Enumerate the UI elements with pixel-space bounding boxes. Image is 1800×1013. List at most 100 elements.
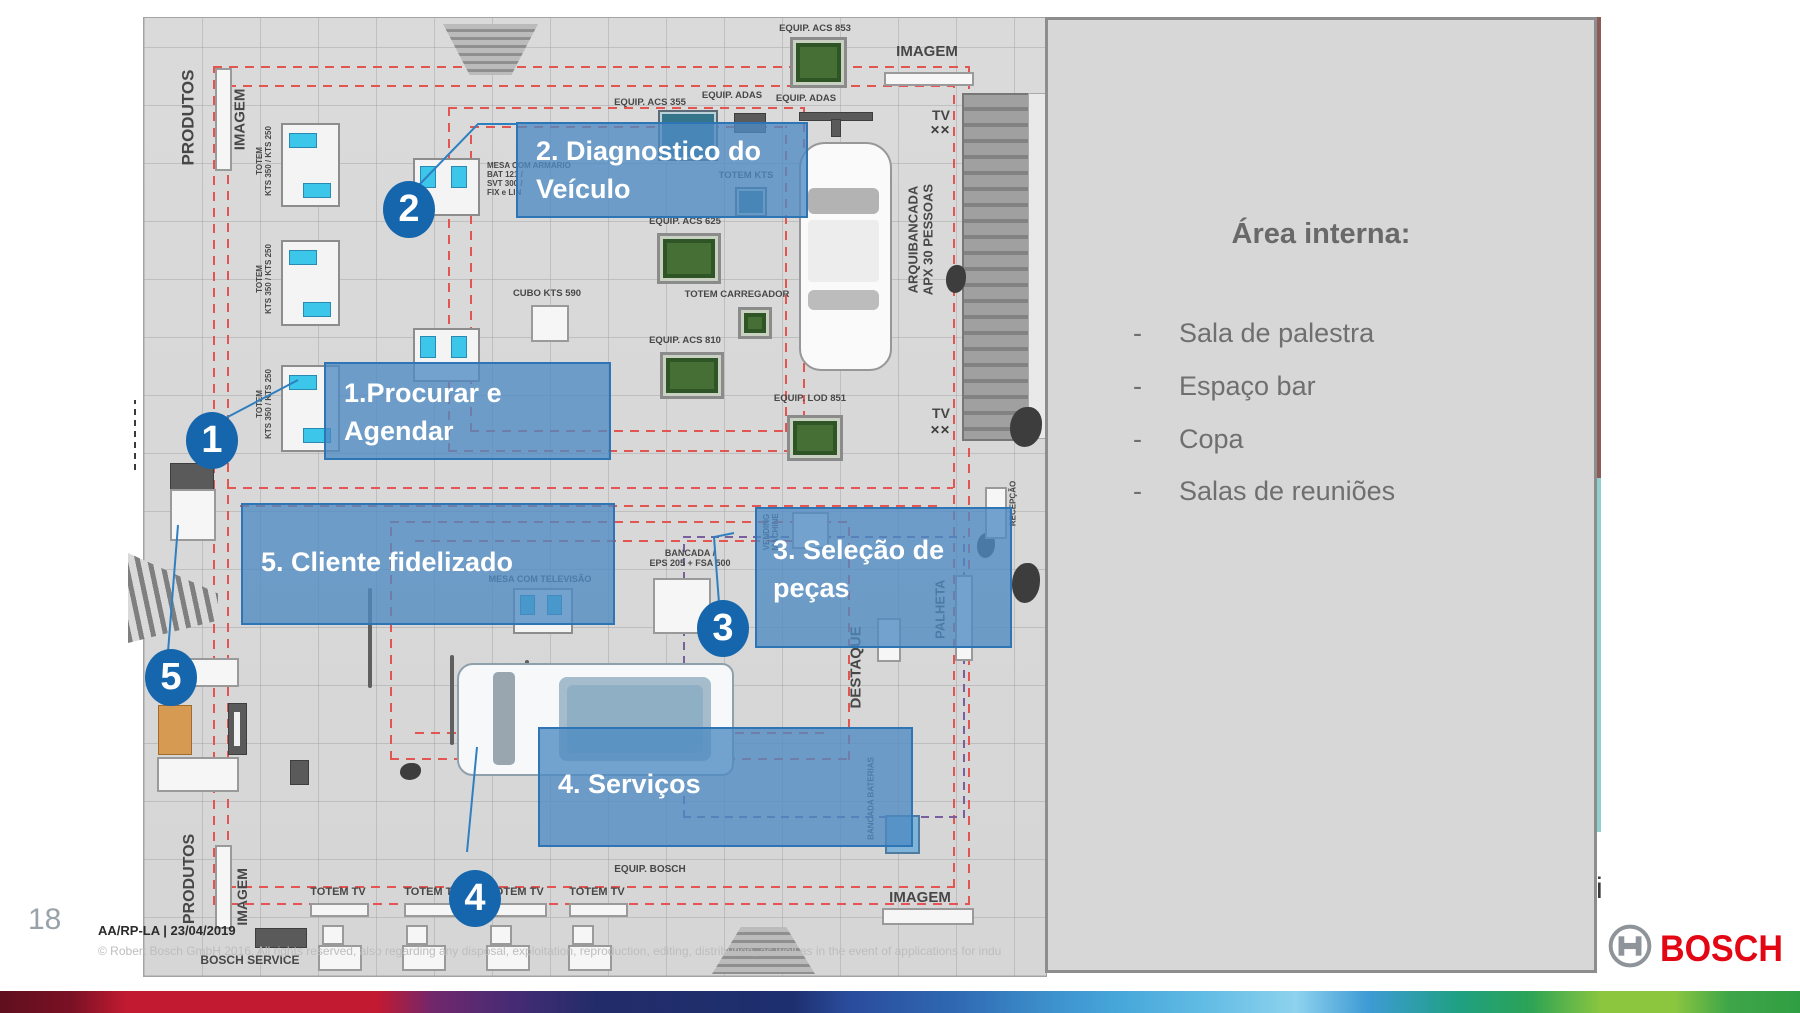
callout-circle-3: 3 <box>697 600 749 657</box>
totem-workstation <box>281 240 340 326</box>
totem-carregador-box <box>738 307 772 339</box>
list-item: - Salas de reuniões <box>1133 476 1395 507</box>
seat-desk <box>402 945 446 971</box>
list-item: - Copa <box>1133 424 1244 455</box>
callout-circle-5: 5 <box>145 649 197 706</box>
seat-desk <box>486 945 530 971</box>
tv-position-x-marks: ✕✕ <box>929 123 951 137</box>
equip-bosch-label: EQUIP. BOSCH <box>614 864 686 875</box>
red-dashed-line <box>470 430 787 432</box>
tv-position-x-marks: ✕✕ <box>929 423 951 437</box>
edge-sliver-teal <box>1597 478 1601 832</box>
tv-label: TV <box>932 107 950 123</box>
equip-label: EQUIP. ADAS <box>701 90 763 101</box>
sedan-car <box>799 142 892 371</box>
copyright-text: © Robert Bosch GmbH 2016. All rights res… <box>98 944 1002 958</box>
bosch-supergraphic-bar <box>0 991 1800 1013</box>
red-dashed-line <box>227 85 953 87</box>
overlay-step-2: 2. Diagnostico do Veículo <box>516 122 808 218</box>
red-dashed-line <box>448 450 805 452</box>
page-number: 18 <box>28 903 62 936</box>
red-dashed-line <box>213 66 215 905</box>
image-wall <box>215 845 232 929</box>
bullet-dash: - <box>1133 318 1142 348</box>
red-dashed-line <box>213 66 970 68</box>
tv-label: TV <box>932 405 950 421</box>
panel-heading: Área interna: <box>1231 218 1411 250</box>
doc-reference: AA/RP-LA | 23/04/2019 <box>98 923 236 938</box>
red-dashed-line <box>448 107 805 109</box>
bench-dark <box>255 928 307 948</box>
cabinet-orange <box>158 705 192 755</box>
overlay-step-4: 4. Serviços <box>538 727 913 847</box>
list-item-label: Sala de palestra <box>1179 318 1375 348</box>
list-item: - Sala de palestra <box>1133 318 1374 349</box>
plant <box>1010 407 1042 447</box>
bullet-dash: - <box>1133 476 1142 506</box>
totem-tv-bar <box>569 903 628 917</box>
equip-acs-625-box <box>657 233 721 284</box>
truncated-text-fragment: i <box>1596 872 1603 905</box>
callout-circle-2: 2 <box>383 181 435 238</box>
display-stand <box>228 703 247 755</box>
stool <box>290 760 309 785</box>
locker <box>170 489 216 541</box>
equip-label: EQUIP. ACS 355 <box>614 97 686 108</box>
zone-label-imagem: IMAGEM <box>889 889 951 906</box>
callout-circle-4: 4 <box>449 870 501 927</box>
equip-label: EQUIP. ACS 625 <box>649 216 721 227</box>
overlay-step-1: 1.Procurar e Agendar <box>324 362 611 460</box>
equip-label: TOTEM CARREGADOR <box>684 289 790 300</box>
equip-lod-851-box <box>787 415 843 461</box>
bosch-wordmark: BOSCH <box>1660 927 1783 969</box>
totem-workstation <box>281 123 340 207</box>
overlay-step-5: 5. Cliente fidelizado <box>241 503 615 625</box>
equip-label: EQUIP. LOD 851 <box>773 393 847 404</box>
image-wall <box>882 908 974 925</box>
image-wall <box>215 68 232 171</box>
totem-tv-bar <box>310 903 369 917</box>
arquibancada-label: ARQUIBANCADA APX 30 PESSOAS <box>905 183 935 296</box>
equip-label: EQUIP. ACS 853 <box>779 23 851 34</box>
zone-label-produtos: PRODUTOS <box>181 833 199 925</box>
divider-pole <box>450 655 454 745</box>
info-panel <box>1045 17 1597 973</box>
red-dashed-line <box>227 487 953 489</box>
counter-l-shape <box>157 757 239 792</box>
zone-label-imagem: IMAGEM <box>896 43 958 60</box>
divider-pole <box>368 588 372 688</box>
red-dashed-line <box>968 66 970 905</box>
purple-dashed-line <box>963 536 965 818</box>
red-dashed-line <box>390 521 392 760</box>
seat-desk <box>318 945 362 971</box>
bosch-emblem-icon <box>1608 924 1652 973</box>
zone-label-imagem: IMAGEM <box>231 88 249 151</box>
person-figure <box>946 265 966 293</box>
person-figure <box>400 763 421 780</box>
cubo-kts-590-box <box>531 305 569 342</box>
seat-desk <box>568 945 612 971</box>
equip-label: EQUIP. ACS 810 <box>649 335 721 346</box>
red-dashed-line <box>227 85 229 888</box>
equip-label: CUBO KTS 590 <box>512 288 582 299</box>
list-item-label: Salas de reuniões <box>1179 476 1396 506</box>
seat <box>322 925 344 945</box>
bullet-dash: - <box>1133 371 1142 401</box>
list-item-label: Copa <box>1179 424 1244 454</box>
zone-label-imagem: IMAGEM <box>234 868 251 926</box>
zone-label-produtos: PRODUTOS <box>178 69 198 166</box>
equip-acs-853-box <box>790 37 847 88</box>
totem-kts-label: TOTEM KTS 350 / KTS 250 <box>255 369 273 439</box>
seat <box>490 925 512 945</box>
bosch-service-label: BOSCH SERVICE <box>200 953 300 967</box>
equip-adas-stem <box>831 119 841 137</box>
red-dashed-line <box>953 85 955 888</box>
totem-kts-label: TOTEM KTS 350 / KTS 250 <box>255 244 273 314</box>
plant <box>1012 563 1040 603</box>
seat <box>406 925 428 945</box>
bancada-eps-label: BANCADA / EPS 205 + FSA 500 <box>649 548 731 569</box>
bullet-dash: - <box>1133 424 1142 454</box>
grandstand <box>962 93 1032 441</box>
equip-acs-810-box <box>660 352 724 399</box>
list-item: -Espaço bar <box>1133 371 1316 402</box>
